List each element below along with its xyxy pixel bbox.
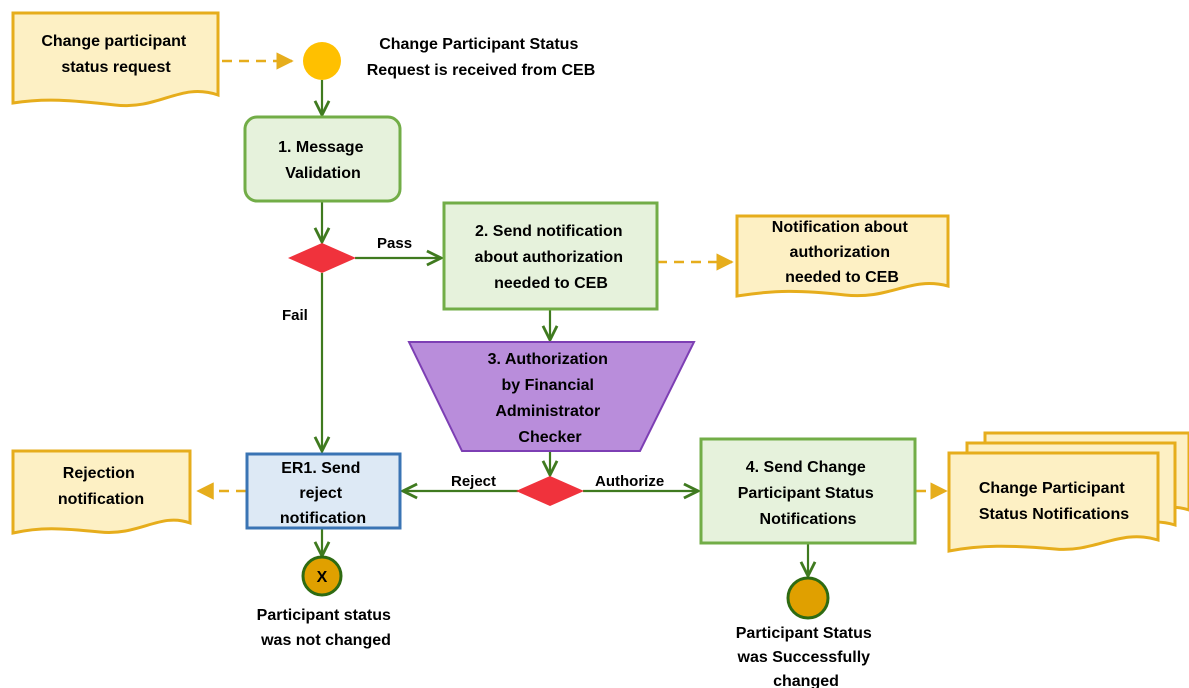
task-label-line: Checker bbox=[518, 429, 581, 446]
task-send-reject: ER1. Send reject notification bbox=[245, 452, 402, 530]
task-box bbox=[243, 115, 402, 203]
task-label-line: reject bbox=[299, 485, 342, 502]
document-change-request: Change participant status request bbox=[11, 11, 220, 108]
task-label-line: 1. Message bbox=[278, 139, 363, 156]
task-label-line: 4. Send Change bbox=[746, 459, 866, 476]
gateway-validation bbox=[288, 243, 356, 273]
document-rejection-notification: Rejection notification bbox=[11, 449, 192, 535]
message-flows bbox=[196, 52, 948, 500]
end-event-success-label-line: Participant Status bbox=[736, 625, 872, 642]
task-box bbox=[699, 437, 917, 545]
document-shape bbox=[11, 449, 192, 535]
document-line: authorization bbox=[790, 244, 890, 261]
svg-text:1. Message Validation: 1. Message Validation bbox=[278, 139, 368, 182]
svg-text:Rejection notification: Rejection notification bbox=[58, 465, 144, 508]
document-shape bbox=[11, 11, 220, 108]
document-line: Status Notifications bbox=[979, 506, 1129, 523]
task-send-auth-notification: 2. Send notification about authorization… bbox=[442, 201, 659, 311]
start-event: Change Participant Status Request is rec… bbox=[303, 36, 595, 80]
document-shape bbox=[947, 451, 1160, 553]
flow-label-authorize: Authorize bbox=[595, 473, 664, 490]
svg-text:4. Send Change Participa: 4. Send Change Participant Status Notifi… bbox=[738, 459, 878, 528]
svg-text:2. Send notification abo: 2. Send notification about authorization… bbox=[475, 223, 628, 292]
end-event-failed-circle bbox=[301, 555, 343, 597]
document-line: notification bbox=[58, 491, 144, 508]
flow-label-fail: Fail bbox=[282, 307, 308, 324]
task-box bbox=[245, 452, 402, 530]
end-event-success-circle bbox=[786, 576, 830, 620]
end-event-success-label-line: was Successfully bbox=[737, 649, 871, 666]
task-label-line: 2. Send notification bbox=[475, 223, 623, 240]
svg-text:Notification about autho: Notification about authorization needed … bbox=[772, 219, 912, 286]
sequence-flows bbox=[322, 80, 808, 576]
svg-text:Change Participant Statu: Change Participant Status Notifications bbox=[979, 480, 1129, 523]
end-event-success: Participant Status was Successfully chan… bbox=[736, 576, 876, 688]
end-event-success-label-line: changed bbox=[773, 673, 839, 688]
end-event-failed-label-line: was not changed bbox=[260, 632, 391, 649]
svg-text:ER1. Send reject n: ER1. Send reject notification bbox=[280, 460, 366, 527]
task-label-line: Notifications bbox=[760, 511, 857, 528]
document-line: Change participant bbox=[41, 33, 187, 50]
task-message-validation: 1. Message Validation bbox=[243, 115, 402, 203]
task-box bbox=[442, 201, 659, 311]
end-event-failed-marker: X bbox=[317, 569, 328, 586]
gateway-authorization bbox=[516, 476, 584, 506]
task-label-line: about authorization bbox=[475, 249, 623, 266]
task-send-status-notifications: 4. Send Change Participant Status Notifi… bbox=[699, 437, 917, 545]
task-label-line: Administrator bbox=[495, 403, 600, 420]
document-authorization-notification: Notification about authorization needed … bbox=[735, 214, 950, 298]
task-label-line: Participant Status bbox=[738, 485, 874, 502]
document-line: needed to CEB bbox=[785, 269, 899, 286]
svg-text:Participant Status was S: Participant Status was Successfully chan… bbox=[736, 625, 876, 688]
document-line: Notification about bbox=[772, 219, 909, 236]
flow-label-reject: Reject bbox=[451, 473, 496, 490]
task-label-line: 3. Authorization bbox=[488, 351, 608, 368]
svg-text:Participant status was n: Participant status was not changed bbox=[257, 607, 396, 649]
task-label-line: Validation bbox=[285, 165, 361, 182]
task-authorization: 3. Authorization by Financial Administra… bbox=[407, 341, 696, 452]
start-event-circle bbox=[303, 42, 341, 80]
document-line: status request bbox=[61, 59, 171, 76]
svg-text:Change Participant Status: Change Participant Status Request is rec… bbox=[367, 36, 596, 79]
task-label-line: notification bbox=[280, 510, 366, 527]
svg-text:3. Authorization by Fina: 3. Authorization by Financial Administra… bbox=[488, 351, 613, 446]
start-event-label-line: Change Participant Status bbox=[379, 36, 578, 53]
manual-task-trapezoid bbox=[407, 341, 696, 452]
start-event-label-line: Request is received from CEB bbox=[367, 62, 596, 79]
task-label-line: needed to CEB bbox=[494, 275, 608, 292]
end-event-failed: X Participant status was not changed bbox=[257, 555, 396, 649]
task-label-line: by Financial bbox=[502, 377, 594, 394]
document-shape bbox=[735, 214, 950, 298]
svg-text:Change participant statu: Change participant status request bbox=[41, 33, 190, 76]
document-line: Change Participant bbox=[979, 480, 1125, 497]
document-line: Rejection bbox=[63, 465, 135, 482]
document-status-notifications: Change Participant Status Notifications bbox=[947, 431, 1189, 553]
end-event-failed-label-line: Participant status bbox=[257, 607, 391, 624]
task-label-line: ER1. Send bbox=[281, 460, 360, 477]
flow-label-pass: Pass bbox=[377, 235, 412, 252]
